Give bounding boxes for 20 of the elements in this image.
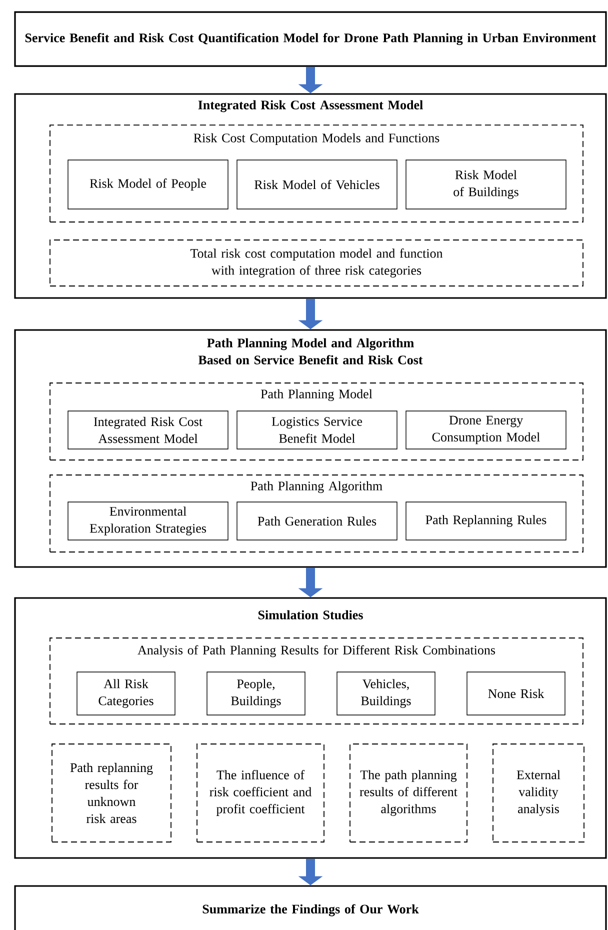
group-box: The path planning results of different algorithms <box>350 744 468 842</box>
model-box: Path Generation Rules <box>236 502 398 540</box>
group-box: The influence of risk coefficient and profit coefficient <box>196 744 324 842</box>
model-box: Risk Model of Vehicles <box>236 160 398 210</box>
group-box: External validity analysis <box>492 744 584 842</box>
model-box: Drone Energy Consumption Model <box>406 410 566 450</box>
model-box: None Risk <box>466 672 566 716</box>
model-box: People, Buildings <box>206 672 306 716</box>
model-box: Path Replanning Rules <box>406 502 566 540</box>
title-box: Service Benefit and Risk Cost Quantification Model for Drone Path Planning in Urban Environment <box>14 11 607 67</box>
group-box: Path replanning results for unknown risk areas <box>52 744 172 842</box>
model-box: All Risk Categories <box>76 672 176 716</box>
model-box: Risk Model of Buildings <box>406 160 566 210</box>
model-box: Logistics Service Benefit Model <box>236 410 398 450</box>
model-box: Risk Model of People <box>68 160 228 210</box>
model-box: Integrated Risk Cost Assessment Model <box>68 410 228 450</box>
model-box: Environmental Exploration Strategies <box>68 502 228 540</box>
section-box: Summarize the Findings of Our Work <box>14 885 607 930</box>
group-box: Total risk cost computation model and function with integration of three risk categories <box>50 240 584 286</box>
model-box: Vehicles, Buildings <box>336 672 436 716</box>
